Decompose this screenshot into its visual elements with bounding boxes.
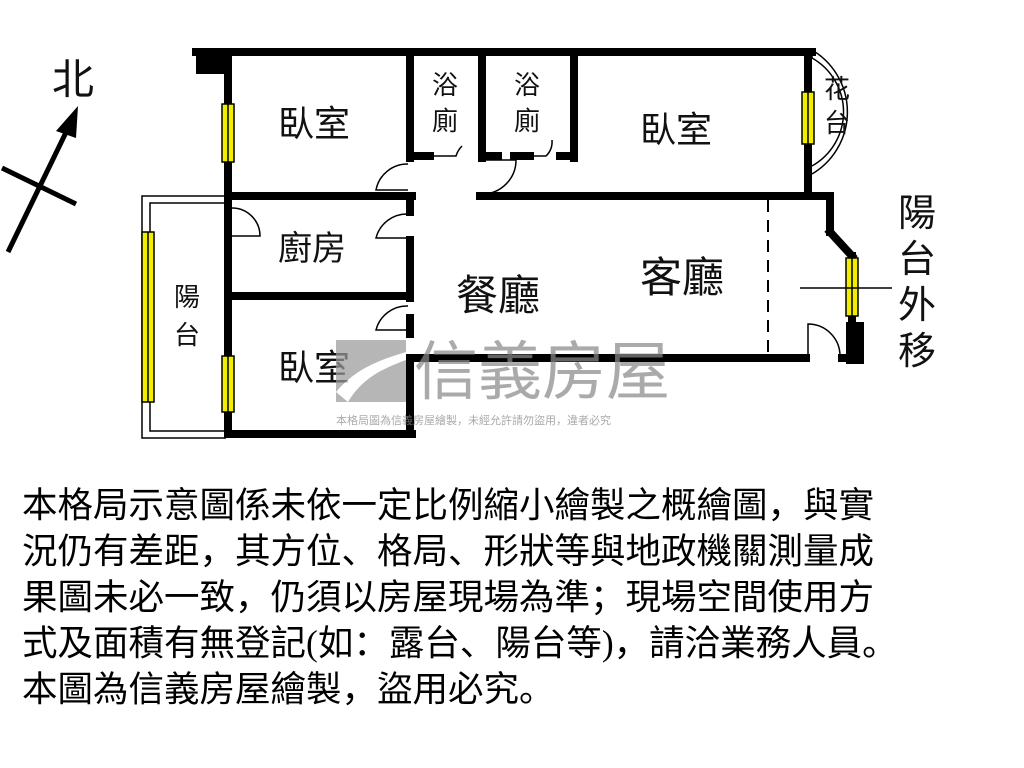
disclaimer-line-3: 果圖未必一致，仍須以房屋現場為準；現場空間使用方 (22, 577, 875, 617)
north-arrow-head-icon (56, 106, 78, 138)
corner-column-right (846, 322, 864, 364)
label-balcony-moved-1: 陽 (898, 193, 936, 235)
label-flower-stand-1: 花 (824, 75, 850, 104)
label-bath-right-1: 浴 (514, 71, 540, 100)
label-flower-stand-2: 台 (824, 109, 850, 138)
label-kitchen: 廚房 (278, 230, 346, 268)
door-swings (231, 139, 841, 357)
compass: 北 (0, 58, 94, 254)
label-bedroom-top-left: 臥室 (278, 104, 350, 144)
disclaimer-line-5: 本圖為信義房屋繪製，盜用必究。 (22, 669, 555, 709)
watermark-note: 本格局圖為信義房屋繪製，未經允許請勿盜用，違者必究 (336, 413, 611, 427)
disclaimer: 本格局示意圖係未依一定比例縮小繪製之概繪圖，與實 況仍有差距，其方位、格局、形狀… (22, 482, 1012, 712)
walls (192, 48, 860, 438)
label-balcony-moved-3: 外 (898, 285, 936, 327)
compass-north-label: 北 (52, 58, 94, 104)
label-living: 客廳 (640, 255, 724, 302)
watermark-brand: 信義房屋 (414, 336, 670, 408)
windows (141, 91, 859, 413)
label-balcony-left-1: 陽 (174, 283, 200, 312)
label-bath-left-1: 浴 (432, 71, 458, 100)
label-balcony-moved-2: 台 (898, 239, 936, 281)
label-bedroom-top-right: 臥室 (640, 110, 712, 150)
disclaimer-line-4: 式及面積有無登記(如：露台、陽台等)，請洽業務人員。 (22, 623, 898, 663)
corner-column-top-left (196, 48, 232, 74)
label-bath-right-2: 廁 (514, 107, 540, 136)
floor-plan: 北 (0, 48, 936, 439)
label-balcony-moved-4: 移 (898, 331, 936, 373)
label-balcony-left-2: 台 (174, 321, 200, 350)
disclaimer-line-2: 況仍有差距，其方位、格局、形狀等與地政機關測量成 (22, 531, 875, 571)
brand-logo-swoosh-icon (336, 352, 406, 402)
label-bath-left-2: 廁 (432, 107, 458, 136)
disclaimer-line-1: 本格局示意圖係未依一定比例縮小繪製之概繪圖，與實 (22, 485, 875, 525)
watermark: 信義房屋 本格局圖為信義房屋繪製，未經允許請勿盜用，違者必究 (336, 336, 670, 427)
compass-cross-line (0, 165, 78, 207)
label-dining: 餐廳 (456, 273, 540, 320)
